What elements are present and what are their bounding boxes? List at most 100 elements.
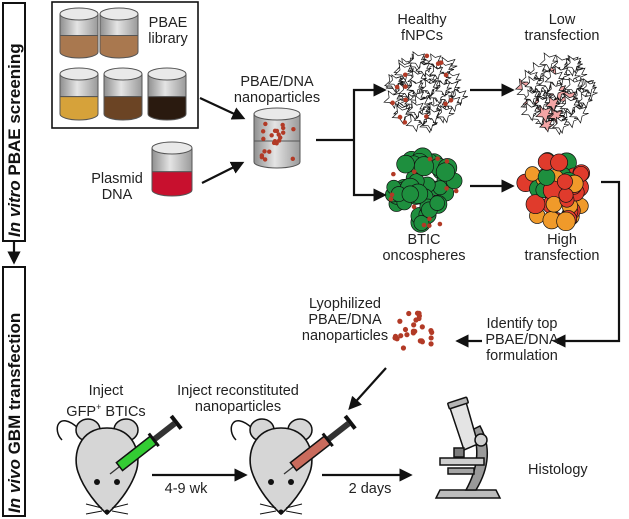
nanoparticle-dot	[453, 188, 459, 194]
nanoparticle-dot	[424, 53, 430, 59]
nanoparticle-dot	[400, 345, 407, 351]
lyophilized-nanoparticles-icon	[392, 310, 435, 351]
nanoparticle-dot	[427, 216, 432, 222]
in-vitro-italic: In vitro	[5, 180, 24, 237]
nanoparticle-dot	[262, 149, 267, 154]
arrow-lyo-to-mouse	[348, 367, 387, 410]
nanoparticle-dot	[271, 140, 277, 146]
nanoparticle-dot	[280, 125, 286, 131]
nanoparticle-dot	[444, 186, 449, 191]
nanoparticle-dot	[394, 336, 400, 342]
nanoparticle-dot	[411, 169, 417, 175]
in-vivo-rest: GBM transfection	[5, 312, 24, 460]
healthy-fnpc-cluster-icon	[383, 51, 468, 134]
nanoparticle-dot	[427, 156, 433, 162]
nanoparticle-dot	[262, 157, 268, 162]
nanoparticle-dot	[291, 126, 296, 132]
mouse-icon-2	[230, 414, 357, 516]
nanoparticle-dot	[416, 313, 422, 319]
nanoparticle-dot	[390, 100, 395, 106]
nanoparticle-dot	[429, 329, 435, 335]
nanoparticle-dot	[260, 129, 266, 134]
time-4-9-wk-label: 4-9 wk	[164, 481, 208, 497]
nanoparticle-dot	[410, 328, 416, 334]
nanoparticle-dot	[444, 159, 450, 164]
low-transfection-cluster-icon	[514, 52, 598, 136]
nanoparticle-dot	[435, 156, 440, 161]
nanoparticle-dot	[435, 61, 441, 66]
nanoparticle-dot	[443, 101, 448, 107]
nanoparticle-dot	[402, 326, 409, 333]
nanoparticle-dot	[389, 192, 395, 198]
arrow-to-btic	[352, 140, 387, 202]
library-vial-4	[103, 67, 143, 121]
syringe-icon-nanoparticles	[283, 414, 357, 475]
in-vivo-italic: In vivo	[5, 459, 24, 513]
nanoparticle-dot	[419, 324, 425, 330]
nanoparticle-dot	[391, 171, 396, 177]
gfp-btics-line: GFP+ BTICs	[66, 402, 146, 420]
nanoparticle-dot	[428, 341, 434, 347]
nanoparticle-dot	[448, 98, 454, 103]
nanoparticle-dot	[403, 84, 408, 89]
nanoparticle-dot	[394, 84, 400, 90]
nanoparticle-dot	[404, 332, 410, 338]
library-vial-3	[59, 67, 99, 121]
in-vitro-side-label: In vitro PBAE screening	[5, 43, 25, 237]
nanoparticle-dot	[427, 223, 432, 228]
syringe-icon-gfp	[109, 414, 183, 475]
nanoparticle-dot	[261, 136, 266, 142]
library-vial-1	[59, 7, 99, 59]
nanoparticle-dot	[406, 310, 412, 317]
nanoparticle-dot	[443, 72, 449, 78]
high-transfection-cluster-icon	[516, 152, 591, 232]
nanoparticle-dot	[428, 335, 434, 341]
in-vitro-side-box: In vitro PBAE screening	[2, 2, 26, 242]
nanoparticle-dot	[388, 196, 394, 202]
nanoparticle-dot	[411, 204, 417, 210]
nanoparticle-dot	[269, 133, 274, 138]
in-vitro-rest: PBAE screening	[5, 43, 24, 181]
nanoparticle-dot	[397, 114, 403, 120]
nanoparticle-dot	[259, 154, 265, 160]
nanoparticle-dot	[272, 128, 278, 134]
nanoparticle-dot	[411, 322, 417, 328]
nanoparticle-dot	[437, 221, 443, 227]
in-vivo-side-label: In vivo GBM transfection	[5, 313, 25, 513]
histology-label: Histology	[528, 462, 588, 478]
arrow-plasmid-to-np	[201, 161, 245, 184]
library-vial-2	[99, 7, 139, 59]
nanoparticle-dot	[403, 97, 408, 103]
nanoparticle-dot	[276, 132, 281, 137]
nanoparticle-dot	[280, 130, 286, 135]
btic-oncosphere-cluster-icon	[384, 147, 463, 233]
arrow-high-to-identify	[552, 180, 621, 348]
nanoparticle-dot	[267, 149, 272, 154]
nanoparticle-dot	[424, 114, 429, 119]
nanoparticle-dot	[402, 72, 408, 78]
nanoparticle-dot	[402, 120, 408, 125]
microscope-icon	[434, 396, 502, 499]
in-vivo-side-box: In vivo GBM transfection	[2, 266, 26, 517]
arrow-to-healthy	[352, 83, 387, 140]
nanoparticle-vial	[253, 107, 301, 169]
library-vial-5	[147, 67, 187, 121]
time-2-days-label: 2 days	[348, 481, 392, 497]
nanoparticle-dot	[397, 318, 403, 324]
mouse-icon-1	[56, 414, 183, 516]
nanoparticle-dot	[398, 333, 404, 339]
nanoparticle-dot	[276, 138, 282, 143]
nanoparticle-dot	[263, 121, 268, 127]
